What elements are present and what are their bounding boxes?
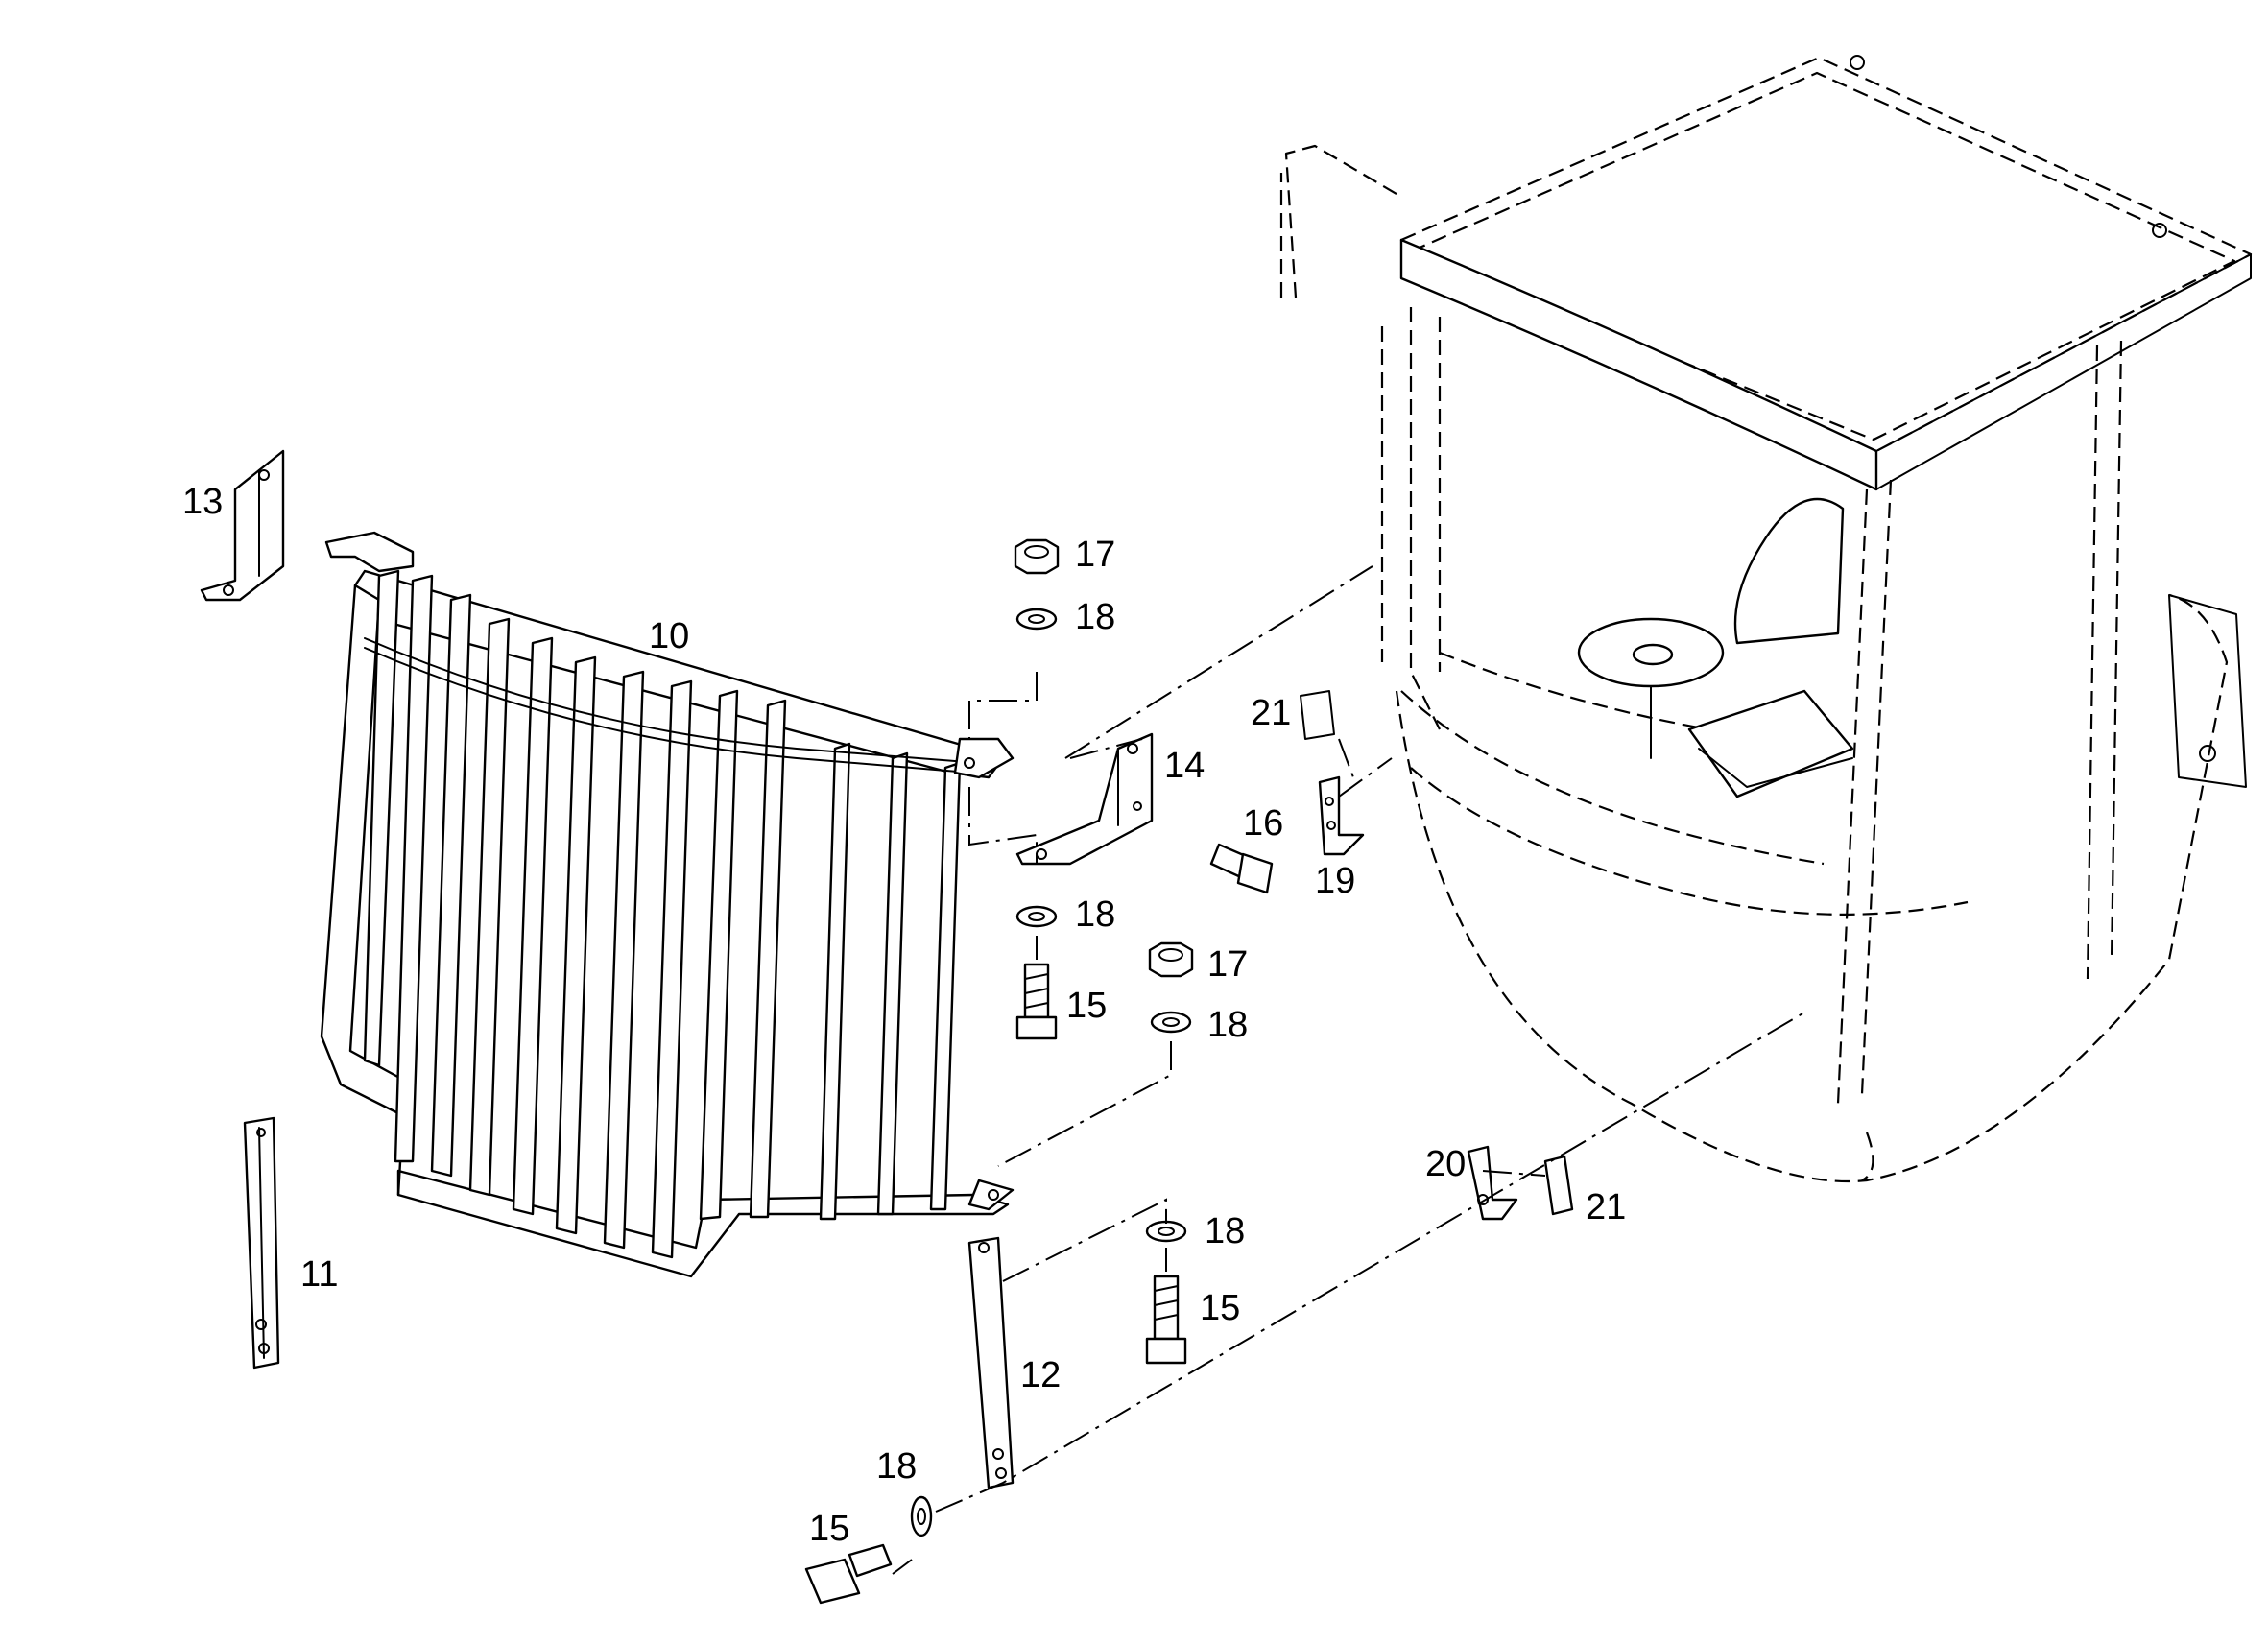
callout-18-bottom-left: 18 [876,1446,917,1487]
callouts: 10 11 12 13 14 15 15 15 16 17 17 18 18 1… [182,482,1626,1549]
callout-21-lower: 21 [1586,1187,1626,1227]
callout-10: 10 [649,616,689,656]
washer-part-18-top [1015,608,1058,631]
callout-14: 14 [1164,746,1205,786]
nut-part-17-lower [1148,941,1194,978]
clip-part-20 [1467,1145,1518,1221]
callout-20: 20 [1425,1144,1466,1184]
pad-part-21-upper [1300,690,1335,740]
callout-15-bottom-right: 15 [1200,1288,1240,1328]
callout-15-mid: 15 [1066,986,1107,1026]
callout-13: 13 [182,482,223,522]
bolt-part-16 [1209,843,1274,894]
pad-part-21-lower [1543,1155,1574,1216]
strap-part-11 [243,1116,280,1370]
bolt-part-15-bottom-left [804,1543,893,1605]
strap-part-12 [967,1236,1015,1489]
grille-part-10 [320,531,1015,1278]
callout-17-lower: 17 [1207,944,1248,985]
washer-part-18-mid [1015,905,1058,928]
callout-18-mid: 18 [1075,894,1115,935]
washer-part-18-bottom [1145,1220,1187,1243]
cab-outline [1279,55,2253,1183]
bolt-part-15-mid [1015,963,1058,1040]
callout-18-lower: 18 [1207,1005,1248,1045]
leader-lines [892,565,1805,1575]
callout-18-top: 18 [1075,597,1115,637]
callout-17-top: 17 [1075,535,1115,575]
callout-11: 11 [300,1254,338,1295]
callout-12: 12 [1020,1355,1061,1395]
callout-15-bottom-left: 15 [809,1509,849,1549]
bracket-part-14 [1015,732,1154,866]
bolt-part-15-bottom-right [1145,1275,1187,1365]
callout-21-upper: 21 [1251,693,1291,733]
washer-part-18-bottom-left [910,1495,933,1537]
washer-part-18-lower [1150,1011,1192,1034]
nut-part-17-top [1014,538,1060,575]
clip-part-19 [1318,775,1365,856]
bracket-part-13 [200,449,285,602]
callout-18-bottom: 18 [1205,1211,1245,1251]
callout-19: 19 [1315,861,1355,901]
callout-16: 16 [1243,803,1283,844]
